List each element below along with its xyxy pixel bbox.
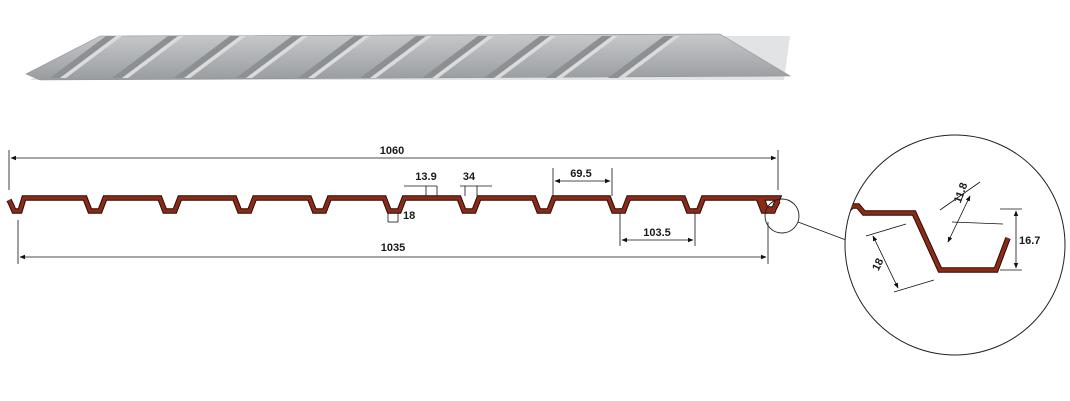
dimension-rib-bottom: 34 bbox=[460, 171, 492, 196]
rib-pitch-label: 103.5 bbox=[643, 227, 671, 239]
sheet-illustration bbox=[25, 33, 792, 81]
rib-depth-label: 18 bbox=[403, 210, 415, 222]
sheet-rib-highlight bbox=[246, 36, 308, 78]
detail-flank-label: 18 bbox=[870, 257, 886, 273]
sheet-rib-highlight bbox=[122, 36, 184, 78]
detail-magnified: 18 11.8 16.7 bbox=[844, 134, 1066, 356]
dimension-rib-top: 13.9 bbox=[404, 171, 438, 196]
sheet-rib-shadow bbox=[112, 36, 178, 78]
sheet-rib-shadow bbox=[50, 36, 116, 78]
sheet-rib-shadow bbox=[484, 36, 550, 78]
pan-width-label: 69.5 bbox=[570, 168, 591, 180]
sheet-rib-shadow bbox=[174, 36, 240, 78]
sheet-rib-shadow bbox=[298, 36, 364, 78]
profile-outline bbox=[6, 195, 783, 214]
rib-top-label: 13.9 bbox=[415, 171, 436, 183]
sheet-rib-shadow bbox=[360, 36, 426, 78]
sheet-rib-highlight bbox=[370, 36, 432, 78]
detail-leader-line bbox=[797, 221, 847, 241]
dimension-rib-pitch: 103.5 bbox=[619, 208, 696, 246]
dimension-rib-depth: 18 bbox=[387, 208, 415, 223]
sheet-rib-highlight bbox=[308, 36, 370, 78]
detail-circle bbox=[844, 134, 1066, 356]
sheet-rib-shadow bbox=[422, 36, 488, 78]
sheet-rib-highlight bbox=[432, 36, 494, 78]
dimension-pan-width: 69.5 bbox=[552, 168, 613, 196]
dimension-total-width: 1060 bbox=[8, 145, 779, 190]
sheet-rib-highlight bbox=[556, 36, 618, 78]
detail-lap-height-label: 16.7 bbox=[1019, 235, 1040, 247]
rib-bottom-label: 34 bbox=[463, 171, 476, 183]
profile-line bbox=[7, 196, 781, 213]
sheet-rib-shadow bbox=[608, 36, 674, 78]
profile-cross-section bbox=[6, 195, 783, 214]
dimension-cover-width: 1035 bbox=[17, 220, 769, 264]
sheet-rib-shadow bbox=[546, 36, 612, 78]
sheet-rib-highlight bbox=[494, 36, 556, 78]
sheet-rib-highlight bbox=[618, 36, 680, 78]
total-width-label: 1060 bbox=[380, 145, 404, 157]
sheet-rib-shadow bbox=[236, 36, 302, 78]
detail-profile bbox=[845, 204, 1010, 272]
sheet-rib-highlight bbox=[184, 36, 246, 78]
detail-callout-circle bbox=[764, 198, 800, 234]
sheet-rib-highlight bbox=[60, 36, 122, 78]
cover-width-label: 1035 bbox=[381, 242, 405, 254]
